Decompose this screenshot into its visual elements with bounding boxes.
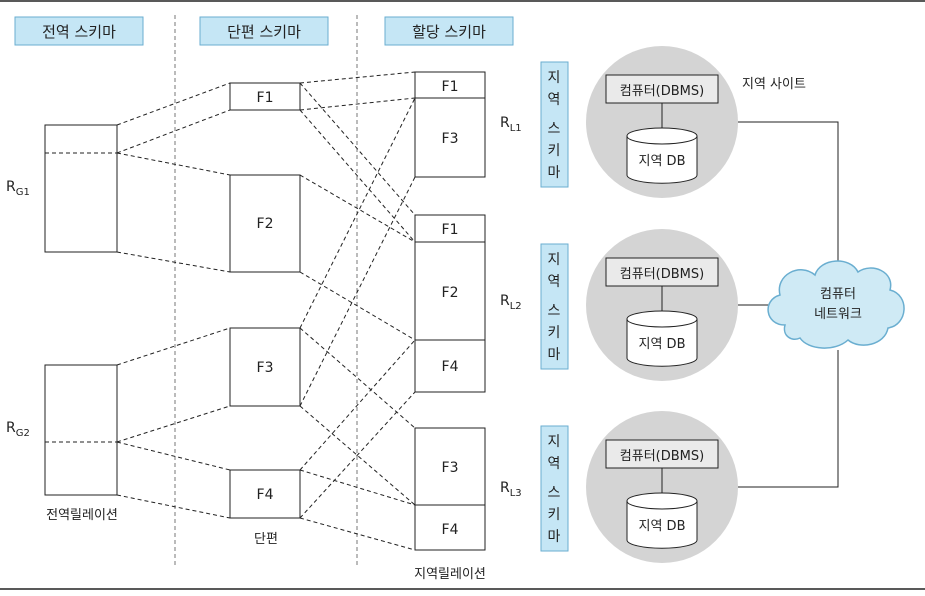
svg-text:F2: F2 [257,216,274,232]
label-rg1: RG1 [6,179,30,198]
label-rl3: RL3 [500,480,522,499]
svg-text:F4: F4 [442,359,459,375]
local-relation-l3: F3 F4 [414,427,486,551]
svg-text:지: 지 [548,434,561,450]
caption-local-relation: 지역릴레이션 [414,567,486,582]
svg-text:마: 마 [548,165,561,181]
svg-text:역: 역 [548,274,561,290]
label-rg2: RG2 [6,420,30,439]
label-rl1: RL1 [500,115,522,134]
site-3-computer-label: 컴퓨터(DBMS) [620,449,704,464]
global-relation-rg2 [44,364,118,496]
local-schema-label-1: 지 역 스 키 마 [540,61,569,188]
site-3: 컴퓨터(DBMS) 지역 DB [586,411,738,563]
site-2-computer-box [605,257,719,287]
fragment-f1: F1 [229,82,301,111]
local-relation-l2: F1 F2 F4 [414,214,486,393]
svg-text:키: 키 [548,507,561,523]
svg-text:F3: F3 [442,131,459,147]
header-allocation-schema: 할당 스키마 [384,16,514,46]
site-2: 컴퓨터(DBMS) 지역 DB [586,229,738,381]
svg-text:역: 역 [548,92,561,108]
svg-text:F4: F4 [257,487,274,503]
site-2-computer-label: 컴퓨터(DBMS) [620,267,704,282]
global-relation-rg1 [44,124,118,253]
svg-text:키: 키 [548,143,561,159]
svg-text:F4: F4 [442,522,459,538]
label-rl2: RL2 [500,293,522,312]
svg-text:F1: F1 [442,79,459,95]
fragment-f4: F4 [229,469,301,519]
site-3-computer-box [605,439,719,469]
fragment-to-local-links [299,71,416,551]
network-links [738,121,839,488]
site-2-db-label: 지역 DB [639,337,686,352]
svg-text:F3: F3 [257,360,274,376]
svg-text:F3: F3 [442,460,459,476]
header-global-schema: 전역 스키마 [14,16,144,46]
svg-text:스: 스 [548,303,561,319]
svg-text:역: 역 [548,456,561,472]
svg-text:F1: F1 [442,222,459,238]
network-label-line2: 네트워크 [814,307,862,322]
header-fragment-label: 단편 스키마 [227,23,301,41]
site-3-db-label: 지역 DB [639,519,686,534]
network-label-line1: 컴퓨터 [820,287,856,302]
fragment-f3: F3 [229,327,301,407]
site-caption: 지역 사이트 [742,77,806,92]
site-1: 컴퓨터(DBMS) 지역 DB [586,46,738,198]
svg-text:F2: F2 [442,285,459,301]
header-allocation-label: 할당 스키마 [412,23,486,41]
local-schema-label-2: 지 역 스 키 마 [540,243,569,370]
local-schema-label-3: 지 역 스 키 마 [540,425,569,552]
svg-text:마: 마 [548,529,561,545]
svg-text:키: 키 [548,325,561,341]
global-to-fragment-links [116,82,231,519]
caption-fragment: 단편 [254,532,278,547]
local-relation-l1: F1 F3 [414,71,486,178]
site-1-computer-box [605,74,719,104]
svg-text:스: 스 [548,485,561,501]
svg-text:마: 마 [548,347,561,363]
svg-text:F1: F1 [257,90,274,106]
caption-global-relation: 전역릴레이션 [46,508,118,523]
svg-text:지: 지 [548,252,561,268]
fragment-f2: F2 [229,174,301,273]
svg-text:지: 지 [548,70,561,86]
site-1-db-label: 지역 DB [639,154,686,169]
svg-text:스: 스 [548,121,561,137]
site-1-computer-label: 컴퓨터(DBMS) [620,84,704,99]
network-cloud-icon [767,260,905,349]
header-fragment-schema: 단편 스키마 [199,16,329,46]
header-global-label: 전역 스키마 [42,23,116,41]
